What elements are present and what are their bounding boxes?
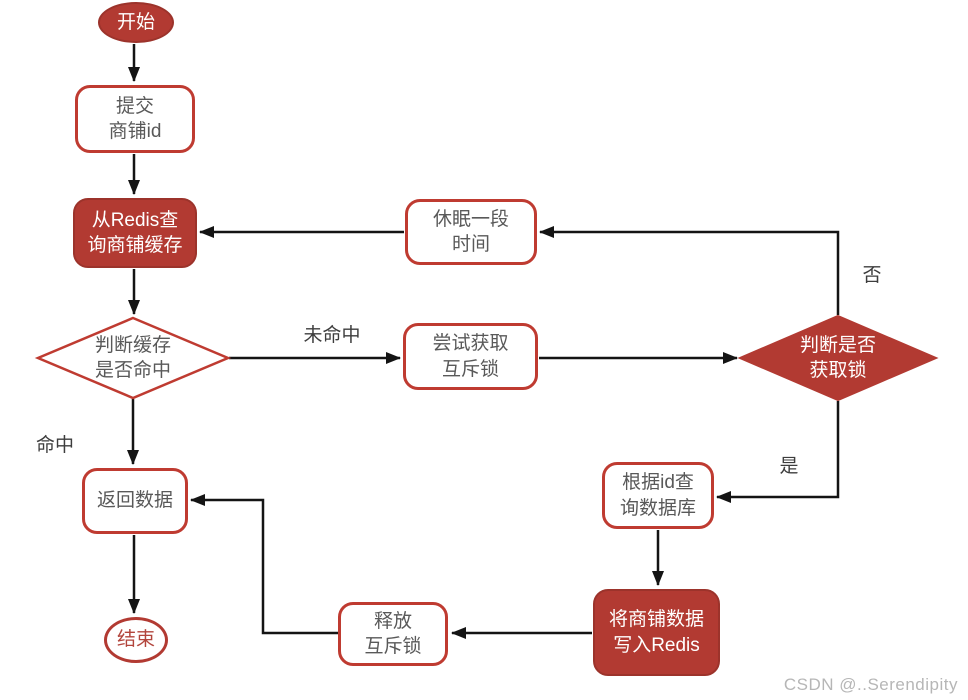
submit-shop-id-node: 提交 商铺id <box>75 85 195 153</box>
edge-label-no: 否 <box>862 265 882 286</box>
watermark: CSDN @..Serendipity <box>783 675 958 694</box>
edge-label-miss: 未命中 <box>303 325 361 346</box>
edge-release-lock-to-return <box>190 494 338 635</box>
write-to-redis-node: 将商铺数据 写入Redis <box>593 589 720 676</box>
lock-acquired-check-diamond <box>737 314 939 402</box>
query-redis-cache-node: 从Redis查 询商铺缓存 <box>73 198 197 268</box>
try-mutex-lock-node: 尝试获取 互斥锁 <box>403 323 538 390</box>
start-node: 开始 <box>98 2 174 43</box>
cache-hit-check-label: 判断缓存 是否命中 <box>94 334 171 381</box>
sleep-a-while-node: 休眠一段 时间 <box>405 199 537 265</box>
query-db-by-id-node: 根据id查 询数据库 <box>602 462 714 529</box>
edge-label-yes: 是 <box>779 456 799 477</box>
end-node: 结束 <box>104 617 168 663</box>
edge-lock-check-yes-to-query-db <box>716 401 840 503</box>
lock-acquired-check-label: 判断是否 获取锁 <box>799 334 876 381</box>
return-data-node: 返回数据 <box>82 468 188 534</box>
release-mutex-lock-node: 释放 互斥锁 <box>338 602 448 666</box>
edge-label-hit: 命中 <box>35 435 74 456</box>
cache-hit-check-diamond <box>34 316 232 400</box>
edge-lock-check-no-to-sleep <box>539 226 840 315</box>
